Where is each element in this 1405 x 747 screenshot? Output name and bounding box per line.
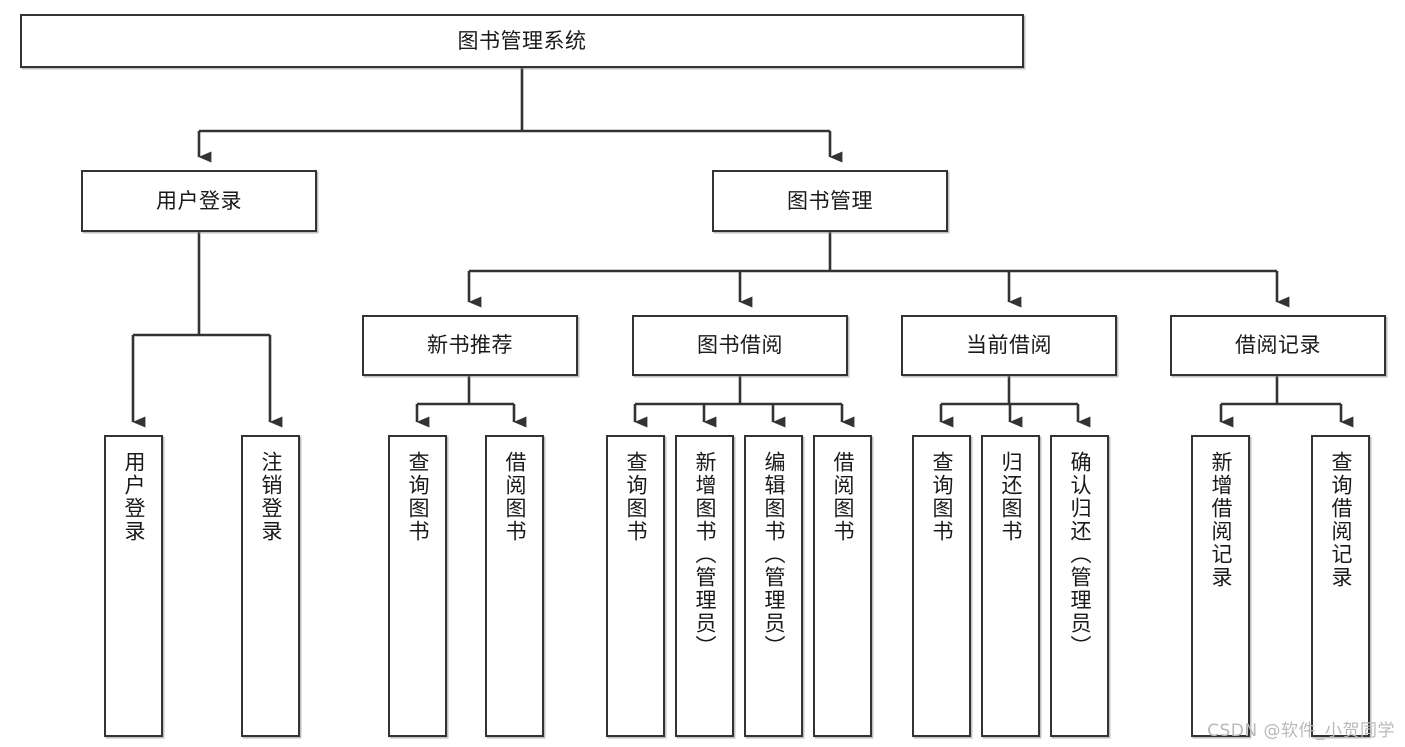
node-leaf-logout[interactable]: 注销登录 xyxy=(241,435,300,737)
node-leaf-query-book-2[interactable]: 查询图书 xyxy=(606,435,665,737)
node-leaf-query-book-2-label: 查询图书 xyxy=(624,451,648,543)
node-leaf-borrow-book-1[interactable]: 借阅图书 xyxy=(485,435,544,737)
node-leaf-query-book-1[interactable]: 查询图书 xyxy=(388,435,447,737)
node-leaf-borrow-book-1-label: 借阅图书 xyxy=(503,451,527,543)
node-leaf-query-book-3-label: 查询图书 xyxy=(930,451,954,543)
node-current-borrow[interactable]: 当前借阅 xyxy=(901,315,1117,376)
node-leaf-add-record-label: 新增借阅记录 xyxy=(1209,451,1233,589)
node-leaf-user-login[interactable]: 用户登录 xyxy=(104,435,163,737)
node-leaf-add-book-label: 新增图书（管理员） xyxy=(693,451,717,658)
node-new-book-recommend-label: 新书推荐 xyxy=(427,333,513,358)
node-leaf-add-record[interactable]: 新增借阅记录 xyxy=(1191,435,1250,737)
node-current-borrow-label: 当前借阅 xyxy=(966,333,1052,358)
node-book-manage-label: 图书管理 xyxy=(787,188,873,213)
node-leaf-return-book-label: 归还图书 xyxy=(999,451,1023,543)
node-book-manage[interactable]: 图书管理 xyxy=(712,170,948,232)
node-book-borrow-label: 图书借阅 xyxy=(697,333,783,358)
node-leaf-logout-label: 注销登录 xyxy=(259,451,283,543)
node-borrow-record-label: 借阅记录 xyxy=(1235,333,1321,358)
node-leaf-confirm-return-label: 确认归还（管理员） xyxy=(1068,451,1092,658)
node-leaf-edit-book-label: 编辑图书（管理员） xyxy=(762,451,786,658)
node-borrow-record[interactable]: 借阅记录 xyxy=(1170,315,1386,376)
csdn-watermark: CSDN @软件_小贺同学 xyxy=(1207,721,1395,741)
node-user-login-label: 用户登录 xyxy=(156,188,242,213)
node-leaf-borrow-book-2[interactable]: 借阅图书 xyxy=(813,435,872,737)
node-root[interactable]: 图书管理系统 xyxy=(20,14,1024,68)
node-leaf-query-record[interactable]: 查询借阅记录 xyxy=(1311,435,1370,737)
node-new-book-recommend[interactable]: 新书推荐 xyxy=(362,315,578,376)
node-leaf-edit-book[interactable]: 编辑图书（管理员） xyxy=(744,435,803,737)
node-user-login[interactable]: 用户登录 xyxy=(81,170,317,232)
node-leaf-query-record-label: 查询借阅记录 xyxy=(1329,451,1353,589)
node-book-borrow[interactable]: 图书借阅 xyxy=(632,315,848,376)
node-leaf-query-book-1-label: 查询图书 xyxy=(406,451,430,543)
node-leaf-confirm-return[interactable]: 确认归还（管理员） xyxy=(1050,435,1109,737)
node-leaf-return-book[interactable]: 归还图书 xyxy=(981,435,1040,737)
node-leaf-borrow-book-2-label: 借阅图书 xyxy=(831,451,855,543)
node-leaf-query-book-3[interactable]: 查询图书 xyxy=(912,435,971,737)
node-leaf-add-book[interactable]: 新增图书（管理员） xyxy=(675,435,734,737)
node-root-label: 图书管理系统 xyxy=(457,28,587,53)
node-leaf-user-login-label: 用户登录 xyxy=(122,451,146,543)
